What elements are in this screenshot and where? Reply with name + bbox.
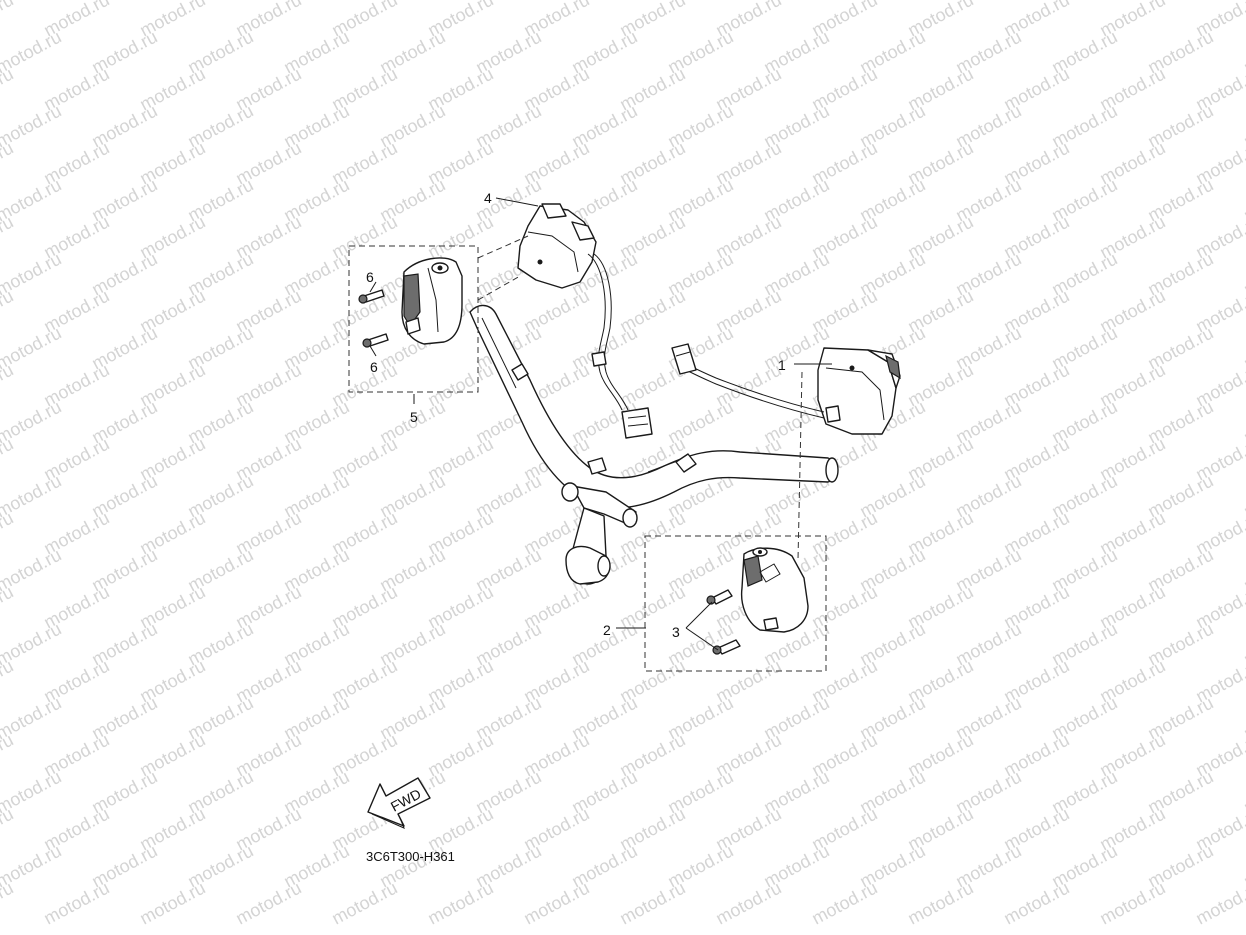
watermark-text: motod.ru — [0, 730, 17, 781]
callout-2: 2 — [603, 622, 611, 638]
watermark-text: motod.ru — [0, 582, 17, 633]
watermark-text: motod.ru — [0, 360, 17, 411]
watermark-text: motod.ru — [136, 878, 208, 929]
left-switch-assembly — [517, 203, 653, 439]
part-5-group — [348, 235, 529, 393]
handlebar — [469, 304, 839, 585]
part-2-group — [644, 371, 827, 672]
watermark-text: motod.ru — [0, 804, 17, 855]
watermark-text: motod.ru — [328, 878, 400, 929]
watermark-text: motod.ru — [232, 878, 304, 929]
leader-lines — [369, 197, 832, 651]
watermark-text: motod.ru — [0, 656, 17, 707]
watermark-text: motod.ru — [0, 64, 17, 115]
right-switch-assembly — [671, 343, 901, 435]
watermark-text: motod.ru — [1096, 878, 1168, 929]
callout-4: 4 — [484, 190, 492, 206]
watermark-text: motod.ru — [0, 138, 17, 189]
watermark-text: motod.ru — [712, 878, 784, 929]
watermark-text: motod.ru — [904, 878, 976, 929]
diagram-code: 3C6T300-H361 — [366, 849, 455, 864]
watermark-text: motod.ru — [0, 878, 17, 929]
callout-6-lower: 6 — [370, 359, 378, 375]
callout-1: 1 — [778, 357, 786, 373]
watermark-text: motod.ru — [0, 434, 17, 485]
callout-5: 5 — [410, 409, 418, 425]
watermark-text: motod.ru — [40, 878, 112, 929]
watermark-text: motod.ru — [616, 878, 688, 929]
fwd-arrow-icon: FWD — [367, 777, 431, 829]
watermark-text: motod.ru — [808, 878, 880, 929]
watermark-text: motod.ru — [520, 878, 592, 929]
watermark-text: motod.ru — [0, 508, 17, 559]
watermark-text: motod.ru — [0, 0, 17, 41]
callout-3: 3 — [672, 624, 680, 640]
watermark-text: motod.ru — [0, 286, 17, 337]
watermark-text: motod.ru — [1192, 878, 1246, 929]
watermark-text: motod.ru — [424, 878, 496, 929]
watermark-text: motod.ru — [1000, 878, 1072, 929]
watermark-text: motod.ru — [0, 212, 17, 263]
callout-6-upper: 6 — [366, 269, 374, 285]
